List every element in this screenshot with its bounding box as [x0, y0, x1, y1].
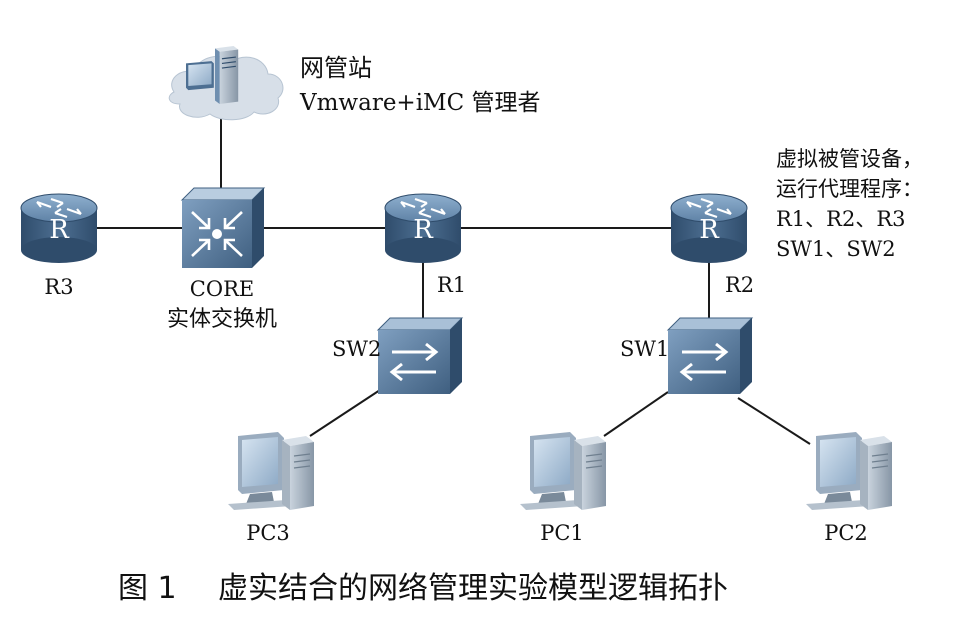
- label-pc2: PC2: [824, 521, 868, 545]
- caption-number: 图 1: [118, 571, 177, 606]
- label-sw2: SW2: [332, 337, 381, 361]
- pc2-icon: [805, 431, 893, 511]
- label-sw1: SW1: [620, 337, 669, 361]
- router-r1-icon: R: [383, 192, 463, 265]
- router-glyph: R: [699, 215, 720, 245]
- router-r2-icon: R: [669, 192, 749, 265]
- link-sw1-pc2: [737, 397, 811, 445]
- core-switch-icon: [180, 186, 266, 270]
- label-core: CORE: [190, 277, 254, 301]
- label-pc3: PC3: [246, 521, 290, 545]
- nms-sublabel: Vmware+iMC 管理者: [299, 90, 541, 116]
- server-pc-icon: [186, 46, 239, 104]
- note-line4: SW1、SW2: [776, 237, 896, 261]
- router-glyph: R: [49, 215, 70, 245]
- link-sw1-pc1: [603, 391, 669, 437]
- nms-label: 网管站: [300, 54, 372, 82]
- label-core-sub: 实体交换机: [167, 307, 277, 332]
- label-pc1: PC1: [540, 521, 584, 545]
- router-r3-icon: R: [19, 192, 99, 265]
- note-line1: 虚拟被管设备，: [776, 147, 923, 171]
- label-r2: R2: [725, 273, 754, 297]
- nms-station: [168, 46, 284, 121]
- label-r1: R1: [437, 273, 466, 297]
- switch-sw1-icon: [666, 316, 754, 396]
- pc1-icon: [519, 431, 607, 511]
- router-glyph: R: [413, 215, 434, 245]
- pc3-icon: [227, 431, 315, 511]
- link-sw2-pc3: [309, 389, 381, 437]
- note-line2: 运行代理程序：: [776, 177, 923, 201]
- caption-text: 虚实结合的网络管理实验模型逻辑拓扑: [218, 571, 728, 606]
- links: [96, 118, 811, 445]
- label-r3: R3: [44, 275, 73, 299]
- switch-sw2-icon: [376, 316, 464, 396]
- note-line3: R1、R2、R3: [776, 207, 906, 231]
